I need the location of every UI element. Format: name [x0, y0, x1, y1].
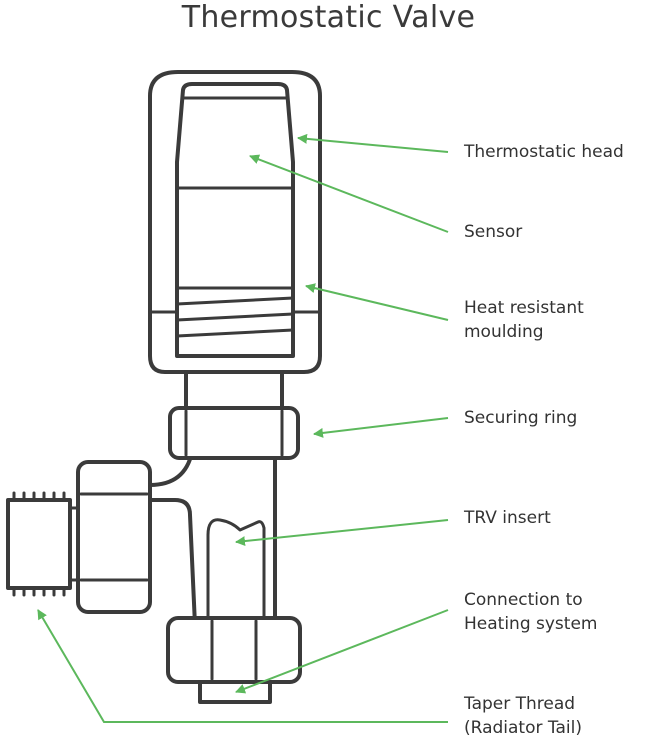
label-taper-thread-line2: (Radiator Tail) [464, 718, 582, 738]
leader-lines [37, 133, 449, 723]
label-heat-resistant-moulding-line1: Heat resistant [464, 298, 584, 318]
securing-ring [168, 406, 300, 460]
side-nut [76, 460, 152, 614]
heat-resistant-moulding [175, 286, 295, 338]
label-taper-thread-line1: Taper Thread [464, 694, 576, 714]
leader-heat-resistant-moulding [305, 283, 449, 321]
diagram-title: Thermostatic Valve [181, 0, 476, 35]
valve-neck [184, 370, 284, 410]
valve-body [148, 450, 277, 627]
leader-taper-thread [37, 609, 448, 723]
connection-nut [166, 616, 302, 704]
leader-thermostatic-head [297, 133, 449, 153]
label-connection-line2: Heating system [464, 614, 598, 634]
label-sensor: Sensor [464, 222, 523, 242]
label-heat-resistant-moulding-line2: moulding [464, 322, 544, 342]
label-thermostatic-head: Thermostatic head [464, 142, 624, 162]
leader-connection [235, 609, 449, 694]
leader-sensor [249, 154, 449, 233]
leader-securing-ring [313, 417, 449, 438]
label-trv-insert: TRV insert [464, 508, 551, 528]
leader-trv-insert [235, 519, 449, 547]
taper-thread [6, 491, 80, 597]
label-connection-line1: Connection to [464, 590, 583, 610]
label-securing-ring: Securing ring [464, 408, 578, 428]
